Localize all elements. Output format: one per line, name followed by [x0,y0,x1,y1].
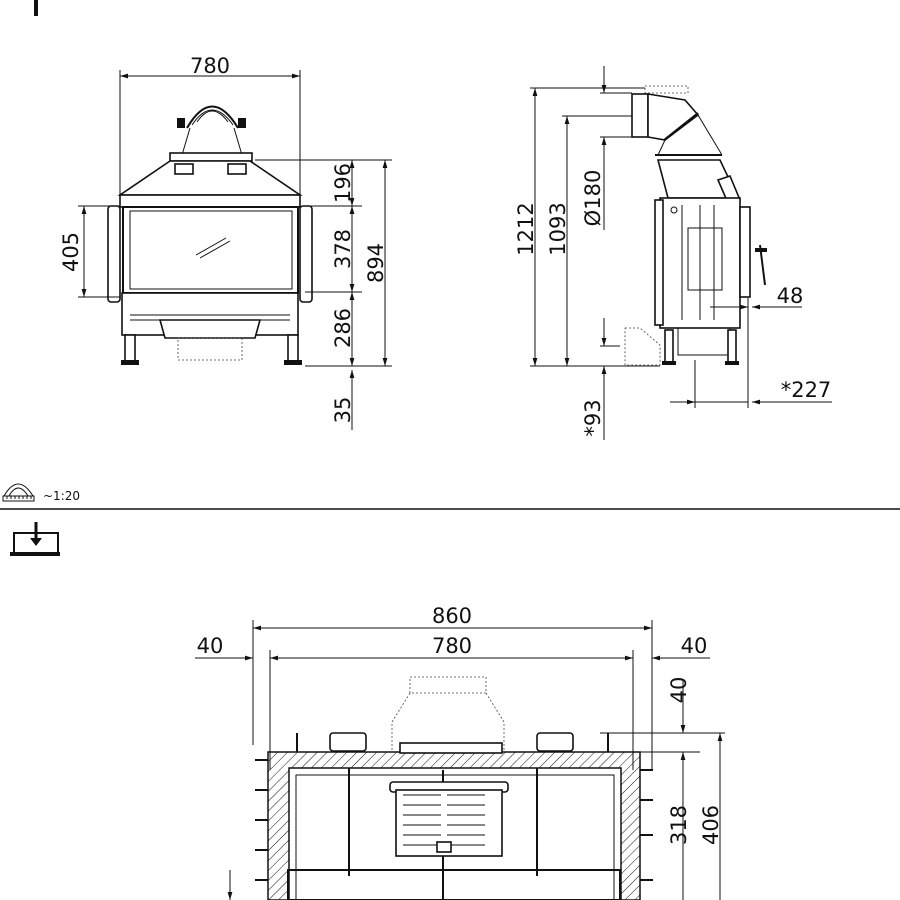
dim-780: 780 [432,634,472,658]
corner-mark [34,0,38,16]
dim-378: 378 [331,229,355,269]
dim-894: 894 [364,243,388,283]
scale-indicator: ~1:20 [2,483,80,503]
dim-40-left: 40 [197,634,224,658]
top-view: 860 780 40 40 40 318 406 [195,604,725,900]
dim-35: 35 [331,397,355,424]
scale-label: ~1:20 [43,489,80,503]
front-left-height-dim: 405 [59,232,83,272]
dim-406: 406 [699,805,723,845]
dim-318: 318 [667,805,691,845]
front-width-dim: 780 [190,54,230,78]
top-view-arrow-icon [10,522,60,556]
dim-1212: 1212 [514,202,538,255]
front-view: 780 405 196 378 286 35 [59,54,392,430]
dim-1093: 1093 [546,202,570,255]
protractor-scale-icon [2,483,35,502]
dim-40-right: 40 [681,634,708,658]
dim-860: 860 [432,604,472,628]
dim-93: *93 [581,399,605,436]
dim-48: 48 [777,284,804,308]
dim-196: 196 [331,163,355,203]
dim-227: *227 [781,378,832,402]
dim-286: 286 [331,308,355,348]
flue-dome [186,105,239,129]
dim-40-rear: 40 [667,677,691,704]
dim-flue-diameter: Ø180 [581,170,605,227]
side-view: 1212 1093 Ø180 *93 48 *2 [514,66,832,440]
